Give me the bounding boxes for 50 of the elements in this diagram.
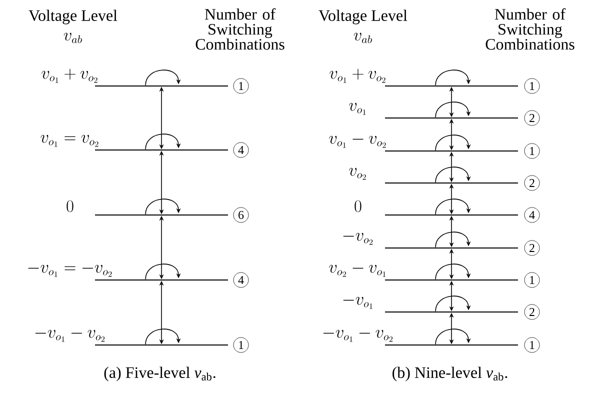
voltage-label: $-v_{o_1} = -v_{o_2}$ xyxy=(28,264,112,277)
voltage-label: $v_{o_1} - v_{o_2}$ xyxy=(329,136,386,148)
circled-number: 1 xyxy=(524,78,540,94)
loop-arrow xyxy=(435,232,471,248)
column-heading: $v_{ab}$ xyxy=(354,32,372,44)
loop-arrow xyxy=(145,328,181,345)
subfigure-caption: (b) Nine-level v$_{ab}$. xyxy=(392,366,508,382)
voltage-label: $-v_{o_1} - v_{o_2}$ xyxy=(323,330,393,342)
voltage-label: $0$ xyxy=(66,200,74,212)
column-heading: Voltage Level xyxy=(28,10,118,24)
loop-arrow xyxy=(145,198,181,215)
voltage-label: $v_{o_2}$ xyxy=(349,168,366,180)
column-heading: Number of Switching Combinations xyxy=(196,8,284,50)
column-heading: Voltage Level xyxy=(318,10,408,24)
circled-number: 1 xyxy=(233,78,249,94)
loop-arrow xyxy=(435,70,471,86)
circled-number: 6 xyxy=(233,207,249,223)
loop-arrow xyxy=(435,198,471,215)
loop-arrow xyxy=(435,102,471,118)
voltage-label: $v_{o_1} + v_{o_2}$ xyxy=(42,68,98,83)
loop-arrow xyxy=(435,296,471,312)
loop-arrow xyxy=(435,134,471,151)
voltage-label: $v_{o_1} + v_{o_2}$ xyxy=(330,68,386,83)
loop-arrow xyxy=(435,264,471,280)
loop-arrow xyxy=(435,328,471,345)
voltage-label: $-v_{o_1} - v_{o_2}$ xyxy=(35,330,105,342)
circled-number: 4 xyxy=(524,207,540,223)
circled-number: 1 xyxy=(524,143,540,159)
voltage-label: $v_{o_2} - v_{o_1}$ xyxy=(329,264,386,277)
circled-number: 4 xyxy=(233,272,249,288)
column-heading: $v_{ab}$ xyxy=(64,32,82,44)
loop-arrow xyxy=(145,134,181,150)
circled-number: 1 xyxy=(524,272,540,288)
loop-arrow xyxy=(145,70,181,86)
subfigure-caption: (a) Five-level v$_{ab}$. xyxy=(104,366,216,382)
circled-number: 1 xyxy=(524,337,540,353)
circled-number: 2 xyxy=(524,175,540,191)
column-heading: Number of Switching Combinations xyxy=(486,8,574,50)
loop-arrow xyxy=(435,166,471,183)
circled-number: 2 xyxy=(524,240,540,256)
circled-number: 2 xyxy=(524,304,540,320)
circled-number: 2 xyxy=(524,110,540,126)
voltage-label: $0$ xyxy=(354,200,362,212)
circled-number: 4 xyxy=(233,142,249,158)
voltage-label: $-v_{o_2}$ xyxy=(343,232,373,245)
voltage-label: $v_{o_1} = v_{o_2}$ xyxy=(40,134,98,147)
loop-arrow xyxy=(145,264,181,280)
voltage-label: $v_{o_1}$ xyxy=(349,102,366,115)
voltage-label: $-v_{o_1}$ xyxy=(343,296,372,309)
circled-number: 1 xyxy=(233,337,249,353)
